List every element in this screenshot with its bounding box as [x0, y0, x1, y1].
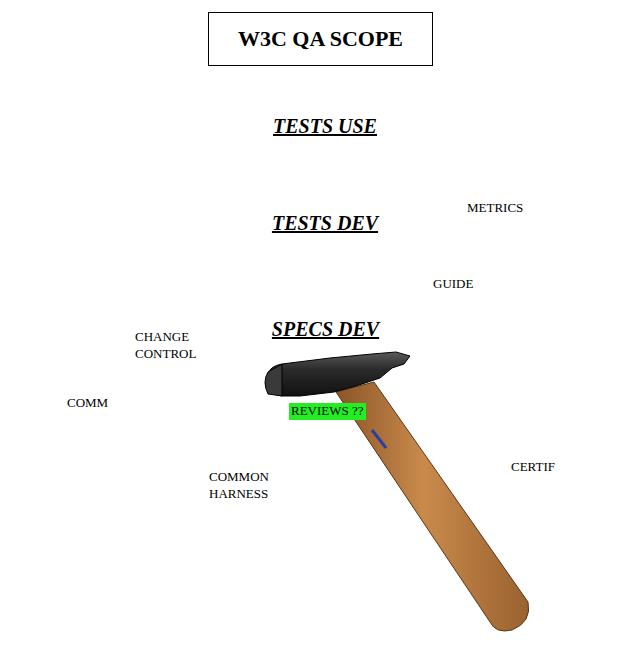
ring-heading: TESTS USE [45, 114, 605, 138]
outer-ring: TESTS USE TESTS DEV SPECS DEV [45, 88, 605, 648]
ring-heading: TESTS DEV [130, 211, 520, 235]
scope-label: CHANGE CONTROL [135, 329, 219, 363]
scope-label: COMM [67, 395, 108, 412]
scope-label: REVIEWS ?? [289, 403, 366, 420]
scope-label: METRICS [467, 200, 523, 217]
hammer-face [265, 364, 282, 396]
scope-label: COMMON HARNESS [209, 469, 293, 503]
title-box: W3C QA SCOPE [208, 12, 433, 66]
middle-ring: TESTS DEV SPECS DEV [130, 175, 520, 565]
outer-ring-outline [45, 88, 605, 648]
inner-circle: SPECS DEV [218, 260, 433, 475]
hammer-handle-stripe [372, 430, 386, 448]
scope-label: GUIDE [433, 276, 473, 293]
title-text: W3C QA SCOPE [238, 26, 403, 51]
ring-heading: SPECS DEV [218, 317, 433, 341]
scope-label: CERTIF [511, 459, 555, 476]
hammer-head [268, 352, 410, 396]
inner-circle-outline [218, 260, 433, 475]
